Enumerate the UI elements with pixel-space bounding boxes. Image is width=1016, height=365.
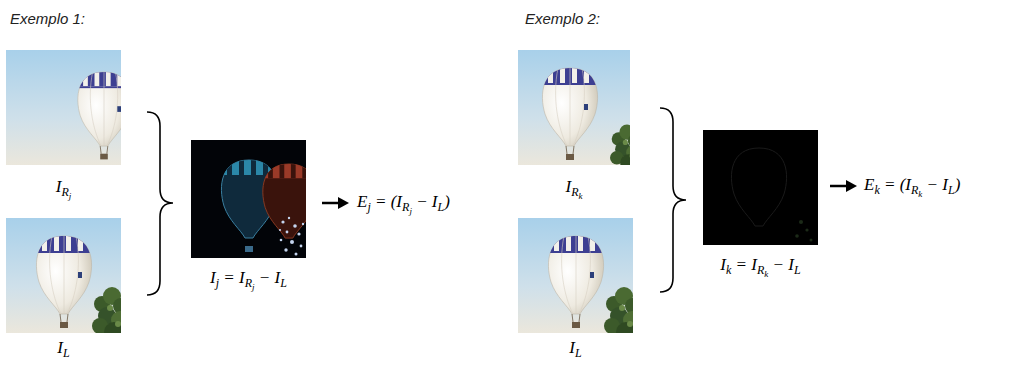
difference-image-k [703,130,818,245]
subscript: k [726,263,731,277]
subscript: j [252,282,255,292]
image-caption: Ij = IRj − IL [210,268,287,290]
subscript: R [911,183,918,197]
image-caption: Ik = IRk − IL [720,255,800,277]
photo-reference-j [6,50,121,165]
curly-bracket [660,108,686,292]
image-panel: Ik = IRk − IL [703,130,818,277]
subscript: R [245,276,252,290]
subscript: k [874,183,879,197]
image-panel: Ij = IRj − IL [191,140,306,290]
image-caption: IL [57,338,69,359]
image-panel: IRk [518,50,630,199]
curly-bracket [147,112,173,295]
arrow-head [338,197,349,209]
subscript: j [409,206,412,216]
subscript: k [764,269,768,279]
image-caption: IRj [56,177,72,199]
subscript: L [575,346,582,360]
example-heading: Exemplo 1: [10,10,85,28]
subscript: R [757,263,764,277]
difference-image-j [191,140,306,258]
image-panel: IL [6,218,121,359]
error-formula: Ej = (IRj − IL) [357,192,450,214]
photo-local [6,218,121,333]
subscript: L [63,346,70,360]
subscript: L [794,263,801,277]
subscript: j [69,191,72,201]
subscript: L [280,276,287,290]
subscript: k [918,189,922,199]
subscript: R [571,185,578,199]
image-panel: IRj [6,50,121,199]
subscript: j [367,200,370,214]
subscript: j [216,276,219,290]
image-caption: IL [569,338,581,359]
photo-local [518,218,633,333]
image-panel: IL [518,218,633,359]
photo-reference-k [518,50,630,165]
result-arrow [322,202,340,205]
subscript: k [579,191,583,201]
example-heading: Exemplo 2: [525,10,600,28]
arrow-head [846,180,857,192]
error-formula: Ek = (IRk − IL) [864,175,960,197]
image-caption: IRk [565,177,582,199]
result-arrow [830,185,848,188]
subscript: R [402,200,409,214]
subscript: R [61,185,68,199]
subscript: L [948,183,955,197]
subscript: L [438,200,445,214]
